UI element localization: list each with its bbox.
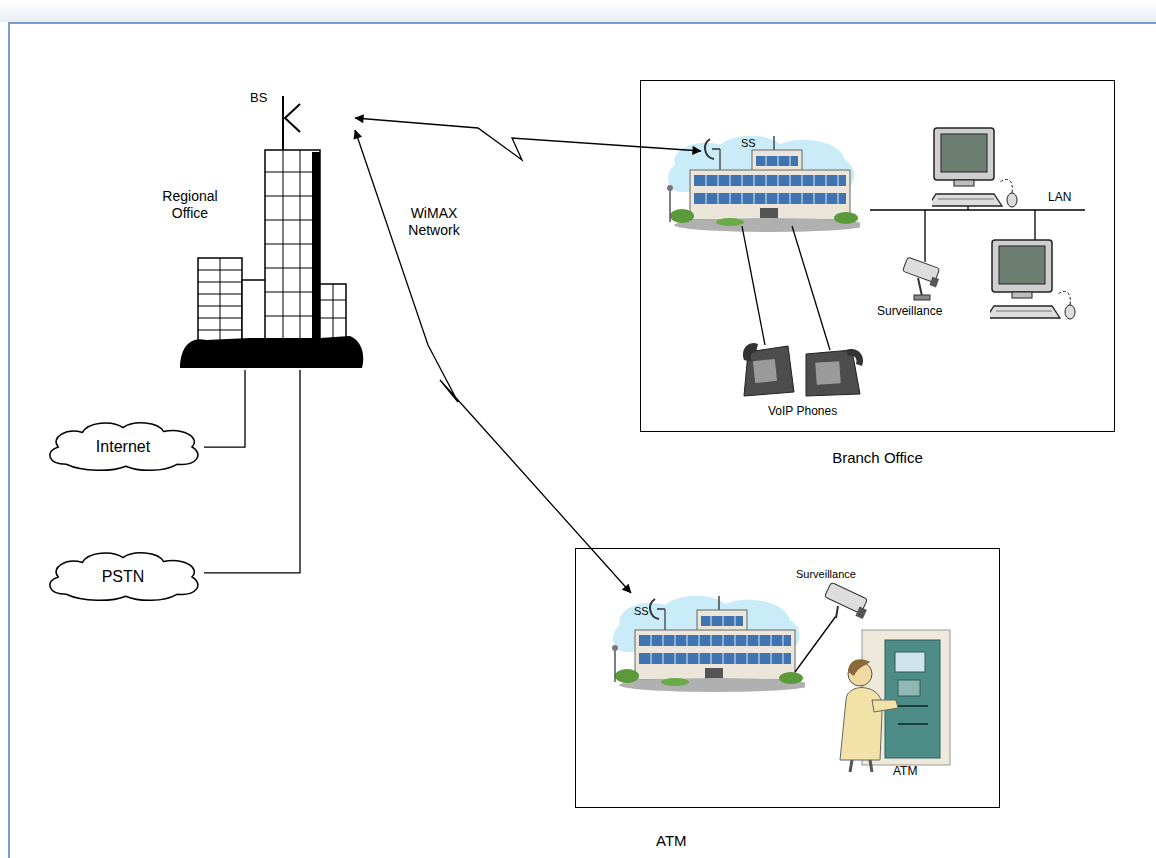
device-label: Surveillance [796, 568, 856, 581]
lan-line [870, 209, 1085, 210]
person-part [850, 760, 852, 772]
subscriber-station: SS [701, 129, 871, 234]
link-line [204, 370, 300, 573]
device-label: Surveillance [877, 304, 942, 318]
regional-office-building [180, 96, 363, 368]
atm-machine-part [898, 705, 928, 707]
regional-office-building-part-part [265, 268, 320, 269]
atm-box: ATM SS [575, 548, 1000, 808]
atm-machine [885, 640, 940, 758]
regional-office: BS Regional Office [150, 88, 355, 370]
camera-part [836, 606, 838, 618]
camera-part [929, 277, 939, 288]
voip-phone [806, 349, 863, 396]
atm-building [612, 596, 811, 692]
node-text: SS [741, 137, 756, 150]
person-part [872, 700, 898, 712]
person-part [840, 688, 882, 761]
device-label: ATM [893, 764, 917, 778]
atm-site-art [612, 582, 950, 772]
voip-phone-part [806, 350, 860, 396]
person-part [848, 659, 870, 676]
branch-office-art-part [1034, 210, 1035, 240]
subscriber-station: SS [616, 593, 786, 703]
regional-office-building-part [333, 284, 334, 344]
regional-office-building-part [198, 258, 242, 346]
camera-part [855, 607, 866, 619]
regional-office-building-part-part [283, 150, 284, 342]
regional-office-building-part-part [265, 292, 320, 293]
regional-office-building-part-part [265, 172, 320, 173]
regional-office-building-part [180, 336, 363, 368]
node-text: BS [250, 90, 267, 106]
person-part [870, 760, 872, 772]
branch-office-box: Branch OfficeSS [640, 80, 1115, 432]
branch-office-art-part [742, 226, 765, 345]
camera [824, 582, 867, 619]
node-text: ATM [656, 832, 687, 850]
node-text: Regional Office [150, 188, 230, 222]
frame [9, 23, 1156, 858]
wireless-link [355, 130, 631, 593]
voip-phone [743, 343, 794, 396]
regional-office-building-part-part [265, 316, 320, 317]
branch-office-art-part [792, 226, 830, 350]
regional-office-building-part-part [220, 258, 221, 346]
atm-machine-part [898, 723, 928, 725]
node-text: Internet [42, 437, 204, 456]
regional-office-building-part-part [265, 220, 320, 221]
regional-office-building-part [312, 152, 320, 342]
top-band [0, 0, 1156, 22]
regional-office-building-part [265, 150, 320, 342]
wireless-link [355, 118, 701, 160]
computer [928, 128, 1017, 207]
branch-office-art [667, 128, 1085, 396]
regional-office-building-part [265, 150, 320, 342]
branch-office-art-part [924, 210, 925, 262]
atm-machine-part [898, 680, 920, 696]
voip-phone-part [815, 361, 840, 385]
person [840, 659, 898, 772]
network-label: WiMAX Network [398, 205, 470, 239]
regional-office-building-part-part [300, 150, 301, 342]
computer [986, 240, 1075, 319]
atm-machine-part [885, 640, 940, 758]
device-label: VoIP Phones [768, 404, 837, 418]
link-line [204, 370, 245, 447]
pstn-cloud: PSTN [42, 548, 204, 602]
regional-office-building-part [285, 104, 300, 132]
node-text: Branch Office [641, 449, 1114, 467]
atm-machine-part [895, 652, 925, 672]
camera [903, 257, 940, 300]
node-text: SS [634, 605, 649, 618]
regional-office-building-part [242, 280, 266, 346]
regional-office-building-part [320, 284, 346, 344]
voip-phone-part [846, 349, 863, 366]
camera-part [914, 295, 930, 300]
internet-cloud: Internet [42, 418, 204, 472]
regional-office-building-part [198, 258, 242, 346]
regional-office-building-part [282, 96, 284, 152]
voip-phone-part [753, 359, 777, 383]
camera-part [918, 278, 922, 296]
node-text: PSTN [42, 567, 204, 586]
atm-site-art-part [795, 616, 836, 672]
regional-office-building-part-part [265, 244, 320, 245]
lan-label: LAN [1048, 190, 1071, 204]
regional-office-building-part-part [265, 196, 320, 197]
voip-phone-part [743, 343, 758, 362]
